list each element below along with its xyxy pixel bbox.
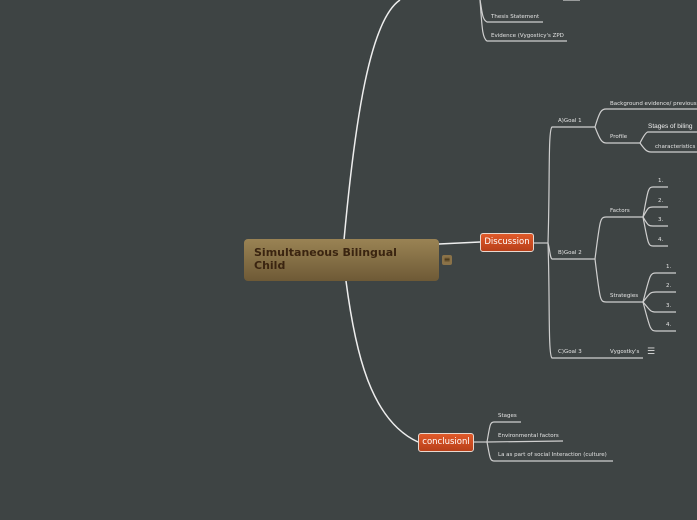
intro-evidence[interactable]: Evidence (Vygosticy's ZPD (491, 33, 564, 39)
note-icon[interactable]: ☰ (647, 347, 656, 357)
strategy-item[interactable]: 4. (666, 322, 672, 328)
conclusion-item[interactable]: Environmental factors (498, 433, 559, 439)
goal2-factors[interactable]: Factors (610, 208, 630, 214)
profile-stages[interactable]: Stages of biling (648, 123, 693, 130)
profile-characteristics[interactable]: characteristics (655, 144, 696, 150)
goal1-background[interactable]: Background evidence/ previous (610, 101, 697, 107)
factor-item[interactable]: 2. (658, 198, 664, 204)
strategy-item[interactable]: 2. (666, 283, 672, 289)
discussion-topic[interactable]: Discussion (480, 233, 534, 252)
goal3-vygotsky[interactable]: Vygostky's (610, 349, 640, 355)
factor-item[interactable]: 1. (658, 178, 664, 184)
goal2-strategies[interactable]: Strategies (610, 293, 639, 299)
note-icon[interactable]: ≡ (442, 255, 452, 265)
conclusion-topic[interactable]: conclusionl (418, 433, 474, 452)
factor-item[interactable]: 3. (658, 217, 664, 223)
conclusion-item[interactable]: La as part of social Interaction (cultur… (498, 452, 607, 458)
goal2[interactable]: B)Goal 2 (558, 250, 582, 256)
strategy-item[interactable]: 3. (666, 303, 672, 309)
goal1-profile[interactable]: Profile (610, 134, 628, 140)
central-topic[interactable]: Simultaneous Bilingual Child (244, 239, 439, 281)
intro-thesis[interactable]: Thesis Statement (491, 14, 540, 20)
strategy-item[interactable]: 1. (666, 264, 672, 270)
factor-item[interactable]: 4. (658, 237, 664, 243)
goal1[interactable]: A)Goal 1 (558, 118, 582, 124)
goal3[interactable]: C)Goal 3 (558, 349, 582, 355)
conclusion-item[interactable]: Stages (498, 413, 517, 419)
